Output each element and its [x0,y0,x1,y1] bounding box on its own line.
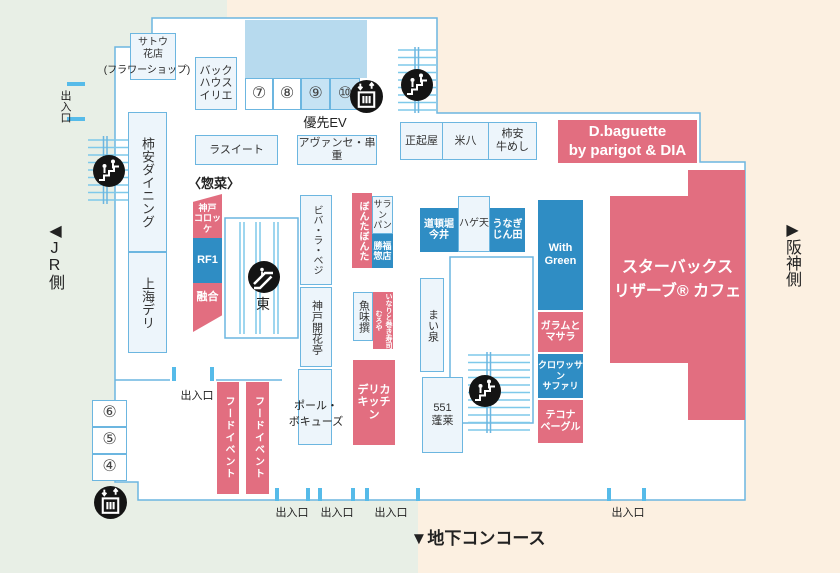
shop-backhaus-irie: バック ハウス イリエ [195,57,237,110]
shop-avance-kushiju: アヴァンセ・串重 [297,135,377,165]
shop-kobe-croquette: 神戸 コロッケ [193,194,222,238]
shop-kobe-kaikatei: 神戸開花亭 [300,287,332,367]
elevator-icon [94,486,127,524]
shop-dotonbori-imai: 道頓堀 今井 [420,208,458,252]
shop-garam-to-masala: ガラムと マサラ [538,312,583,352]
elevator-4: ④ [92,454,127,481]
elevator-6: ⑥ [92,400,127,427]
exit-label-bottom-1: 出入口 [275,507,309,519]
elevator-icon [350,80,383,118]
exit-label-bottom-2: 出入口 [320,507,354,519]
shop-551-horai: 551 蓬莱 [422,377,463,453]
elevator-7: ⑦ [245,78,273,110]
shop-starbucks-bottom [688,363,745,420]
shop-viva-la-vege: ビバ・ラ・ベジ [300,195,332,285]
shop-with-green: With Green [538,200,583,310]
elevator-9: ⑨ [301,78,330,110]
shop-starbucks-reserve: スターバックス リザーブ® カフェ [610,196,745,363]
elevator-8: ⑧ [273,78,301,110]
elevator-shaft [245,20,367,78]
paul-bocuse-label: ポール・ ボキューズ [288,400,344,428]
shop-delica-kitchen: デリカ キッチン [353,360,395,445]
hanshin-side-label: ▶阪神側 [783,219,800,287]
exit-label-top-left: 出入口 [59,89,71,123]
stairs-icon [469,375,501,412]
underground-concourse-label: ▼地下コンコース [410,529,546,548]
exit-label-mid-left: 出入口 [180,390,214,402]
shop-kakiyasu-dining: 柿安ダイニング [128,112,167,252]
escalator-icon [248,261,280,298]
shop-sato-hanaten: サトウ 花店 [130,33,176,80]
shop-la-suite: ラスイート [195,135,278,165]
shop-starbucks-top [688,170,745,198]
stairs-icon [93,155,125,192]
exit-label-bottom-4: 出入口 [611,507,645,519]
stairs-icon [401,69,433,106]
east-label: 東 [256,296,270,312]
shop-paul-bocuse [298,369,332,445]
shop-shanghai-deli: 上海デリ [128,252,167,353]
shop-shofuku-sozaiten: 勝福 惣店 [372,234,393,268]
priority-ev-label: 優先EV [303,115,347,130]
shop-d-baguette: D.baguette by parigot & DIA [558,120,697,163]
shop-hageten: ハゲ天 [458,196,490,252]
shop-masakiya: 正起屋 [400,122,443,160]
shop-unagi-jinta: うなぎ じん田 [490,208,525,252]
shop-rf1: RF1 [193,238,222,283]
shop-uomisen: 魚味撰 [353,292,373,341]
shop-tecona-bagel: テコナ ベーグル [538,400,583,443]
exit-label-bottom-3: 出入口 [374,507,408,519]
jr-side-label: ◀JR側 [46,221,63,290]
shop-maisen: まい泉 [420,278,444,372]
deli-section-label: 〈惣菜〉 [188,176,241,191]
stairs-hatch-center [468,352,530,433]
elevator-5: ⑤ [92,427,127,454]
shop-croissant-safari: クロワッサン サファリ [538,354,583,398]
shop-yonehachi: 米八 [442,122,489,160]
shop-saranpan: サラン パン [372,196,393,234]
food-event-booth-1: フードイベント [217,382,239,494]
shop-kakiyasu-gyumeshi: 柿安 牛めし [488,122,537,160]
food-event-booth-2: フードイベント [246,382,269,494]
entrance-ticks [67,82,646,501]
sato-hanaten-note: (フラワーショップ) [103,65,191,76]
shop-muroya: いなりと巻き寿司 むろや [373,292,393,349]
shop-bonta-bonta: ぼんたぼんた [352,193,372,268]
